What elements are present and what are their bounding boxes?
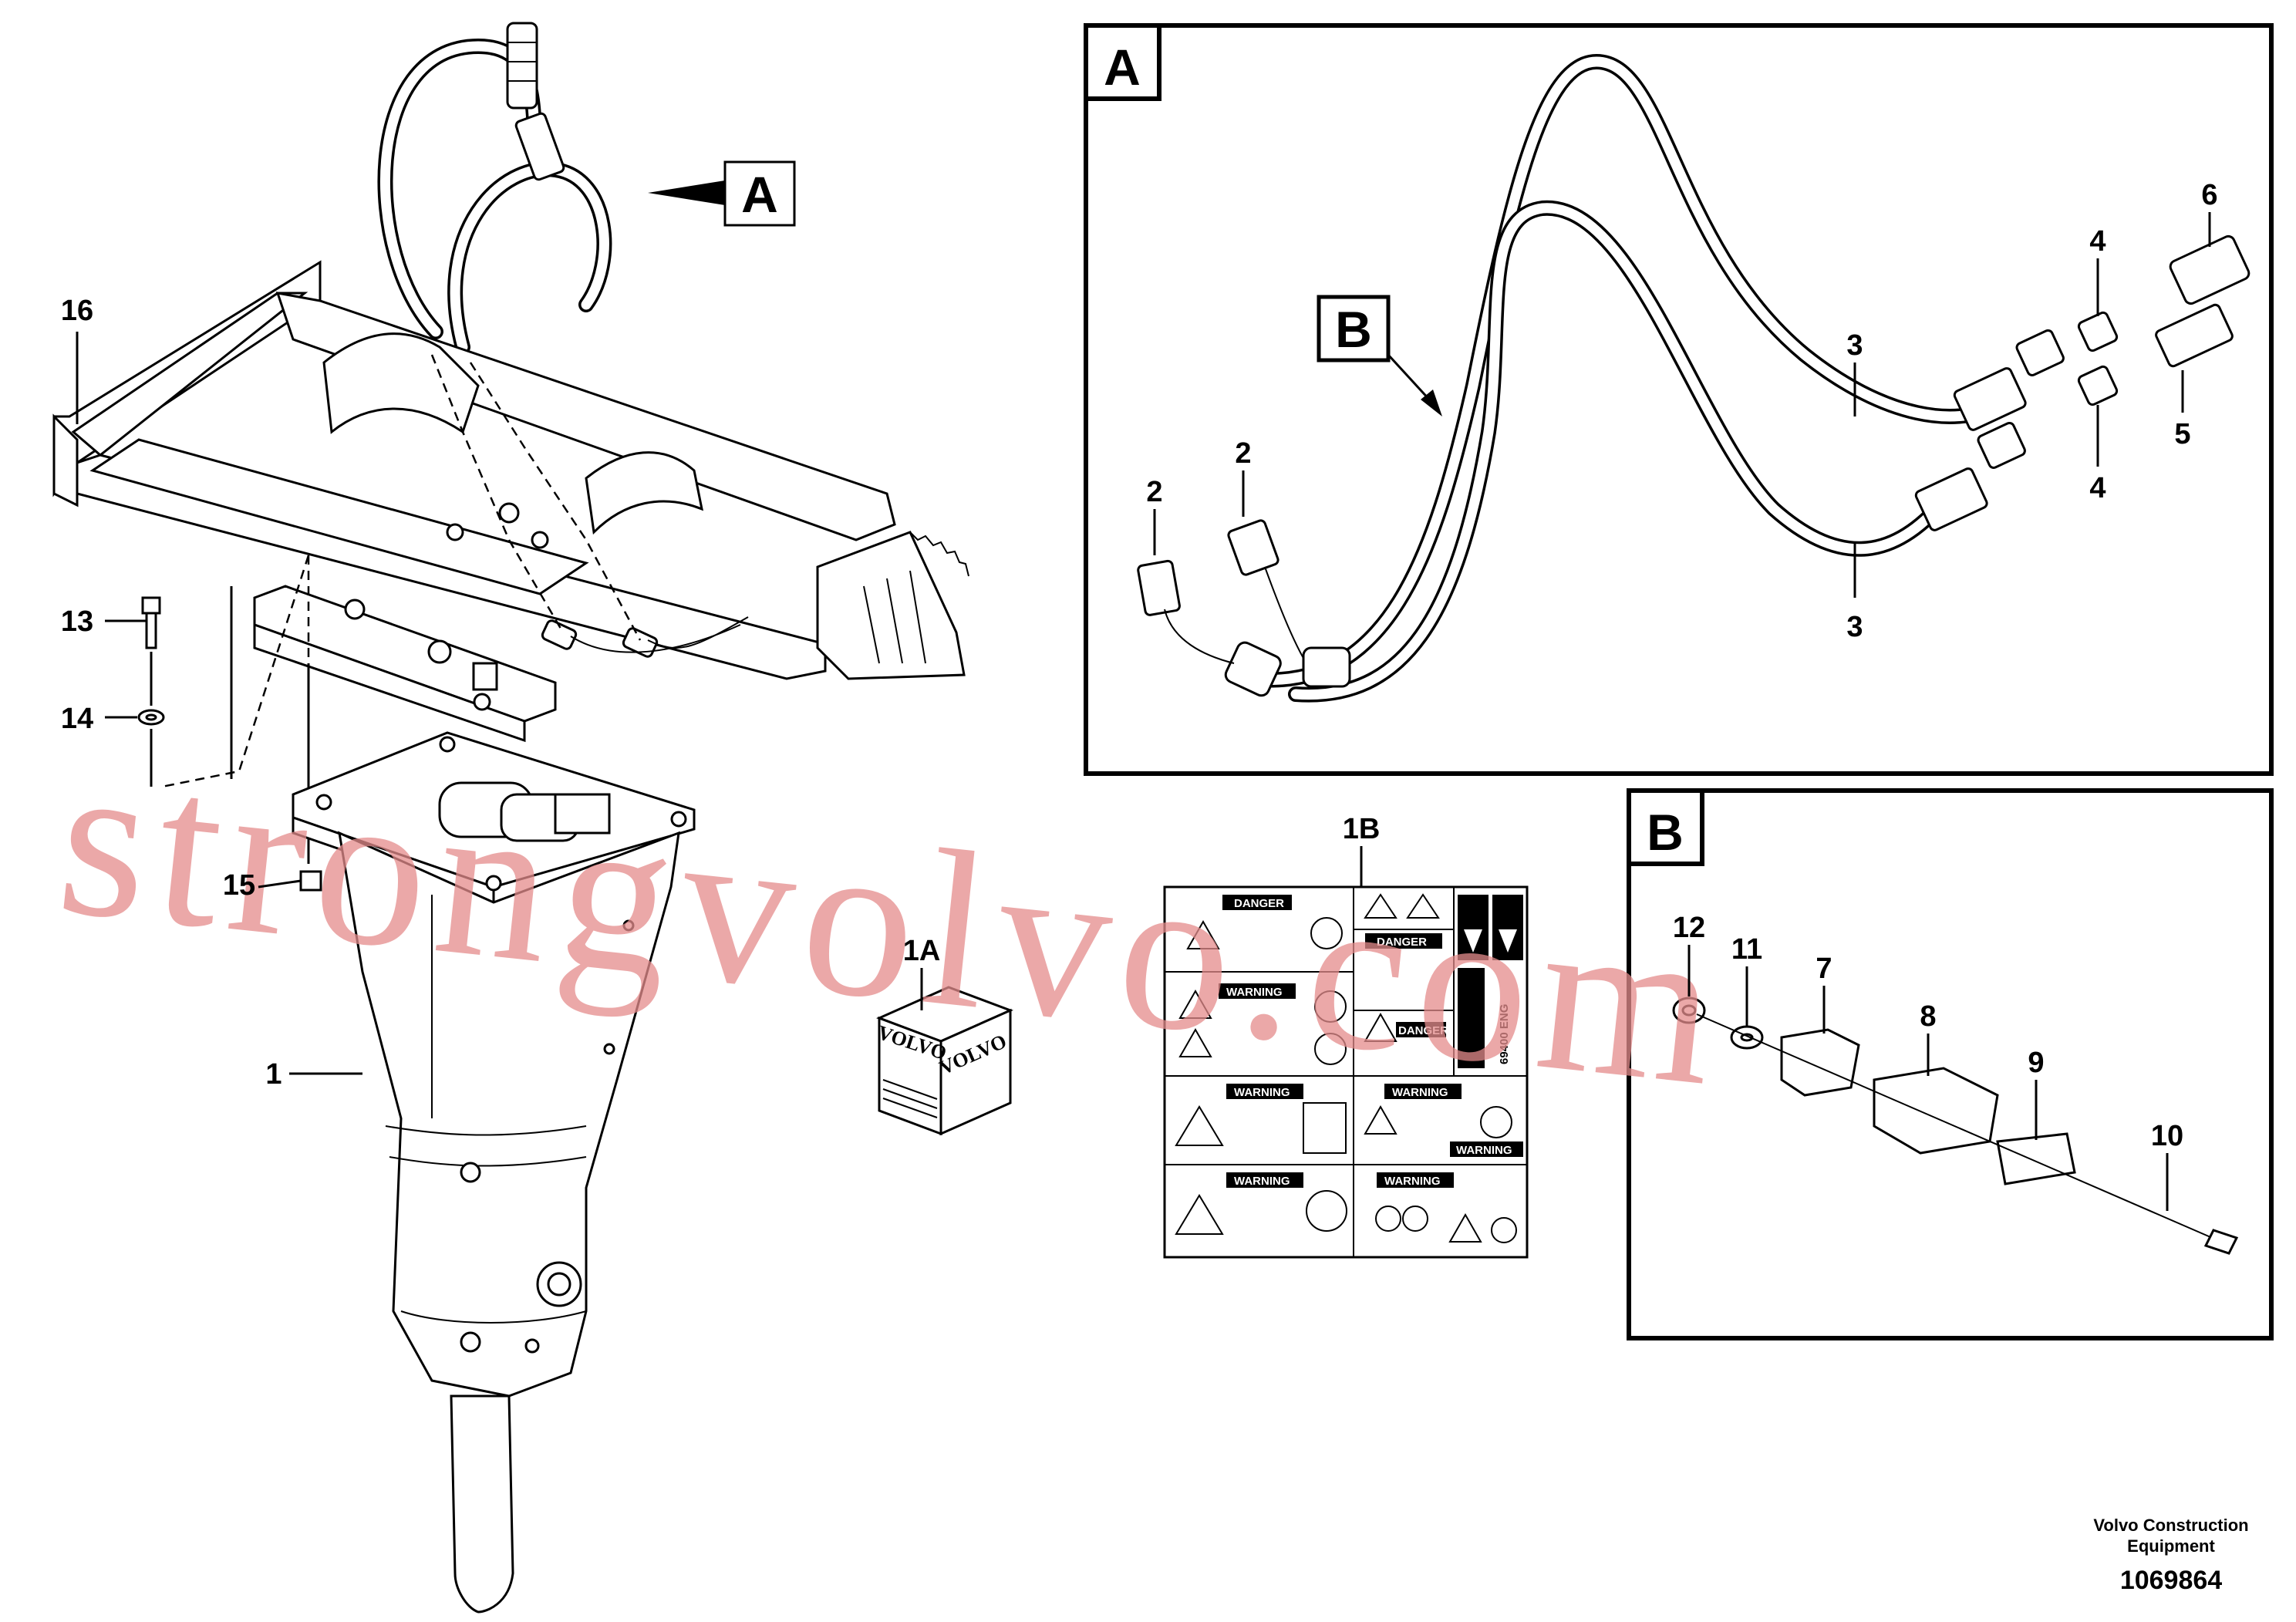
decal-warning-2: WARNING	[1234, 1086, 1290, 1099]
callout-2a: 2	[1146, 476, 1162, 508]
decal-danger-1: DANGER	[1234, 897, 1284, 910]
callout-14: 14	[61, 703, 93, 735]
detail-a-pointer: A	[648, 160, 796, 227]
quick-coupler-female	[2169, 234, 2250, 305]
footer-company-line1: Volvo Construction	[2093, 1516, 2248, 1535]
detail-b-flag-label: B	[1335, 301, 1372, 358]
decal-warning-1: WARNING	[1226, 986, 1283, 999]
plate-9	[1996, 1132, 2076, 1185]
top-hose-loop	[377, 22, 612, 355]
callout-4b: 4	[2089, 472, 2106, 504]
detail-a-flag-label: A	[741, 166, 778, 223]
footer-drawing-number: 1069864	[2120, 1566, 2222, 1595]
callout-8: 8	[1920, 1000, 1936, 1033]
callout-5: 5	[2174, 418, 2190, 450]
quick-coupler-male	[2155, 303, 2234, 368]
detail-b-box-label: B	[1647, 804, 1684, 861]
leader-lines	[76, 212, 2211, 1211]
callout-11: 11	[1731, 933, 1762, 966]
block-7	[1780, 1028, 1860, 1097]
callout-3a: 3	[1846, 329, 1863, 362]
footer-company-line2: Equipment	[2127, 1536, 2215, 1556]
quick-coupler-top	[506, 22, 538, 110]
bolt-shank	[145, 612, 157, 649]
nut	[299, 870, 322, 892]
decal-sheet: DANGER DANGER WARNING DANGER WARNING WAR…	[1163, 885, 1529, 1259]
detail-a-box-label: A	[1104, 39, 1141, 96]
footer-block: Volvo Construction Equipment 1069864	[2093, 1516, 2248, 1595]
callout-numbers: 16 13 14 15 1 1A 1B 2 2 3 3 4 4 5 6 12 1…	[61, 179, 2218, 1152]
callout-6: 6	[2201, 179, 2217, 211]
decal-danger-3: DANGER	[1398, 1024, 1448, 1037]
callout-1: 1	[265, 1058, 282, 1091]
tool-kit-box: VOLVO VOLVO	[875, 986, 1013, 1136]
callout-2b: 2	[1235, 437, 1251, 470]
decal-code: 69400 ENG	[1498, 1004, 1511, 1064]
clamp-8	[1873, 1067, 1999, 1155]
decal-warning-5: WARNING	[1384, 1175, 1441, 1188]
mounting-bracket	[52, 260, 969, 743]
bolt-head	[141, 596, 161, 615]
hammer-body	[292, 731, 696, 1614]
bolt-10	[2203, 1229, 2239, 1255]
hose-routing-dashed	[161, 354, 642, 864]
decal-danger-2: DANGER	[1377, 936, 1427, 949]
callout-1a: 1A	[903, 935, 941, 967]
callout-9: 9	[2028, 1047, 2044, 1079]
decal-warning-3: WARNING	[1392, 1086, 1448, 1099]
callout-13: 13	[61, 605, 93, 638]
callout-16: 16	[61, 295, 93, 327]
callout-3b: 3	[1846, 611, 1863, 643]
callout-15: 15	[223, 869, 255, 902]
decal-warning-6: WARNING	[1456, 1144, 1512, 1157]
callout-12: 12	[1673, 912, 1705, 944]
detail-box-b: B	[1627, 788, 2274, 1340]
callout-4a: 4	[2089, 225, 2106, 258]
detail-box-a: A B	[1084, 23, 2274, 776]
callout-7: 7	[1816, 953, 1832, 985]
callout-1b: 1B	[1343, 813, 1381, 845]
callout-10: 10	[2151, 1120, 2183, 1152]
decal-warning-4: WARNING	[1234, 1175, 1290, 1188]
fastener-set	[137, 596, 322, 892]
